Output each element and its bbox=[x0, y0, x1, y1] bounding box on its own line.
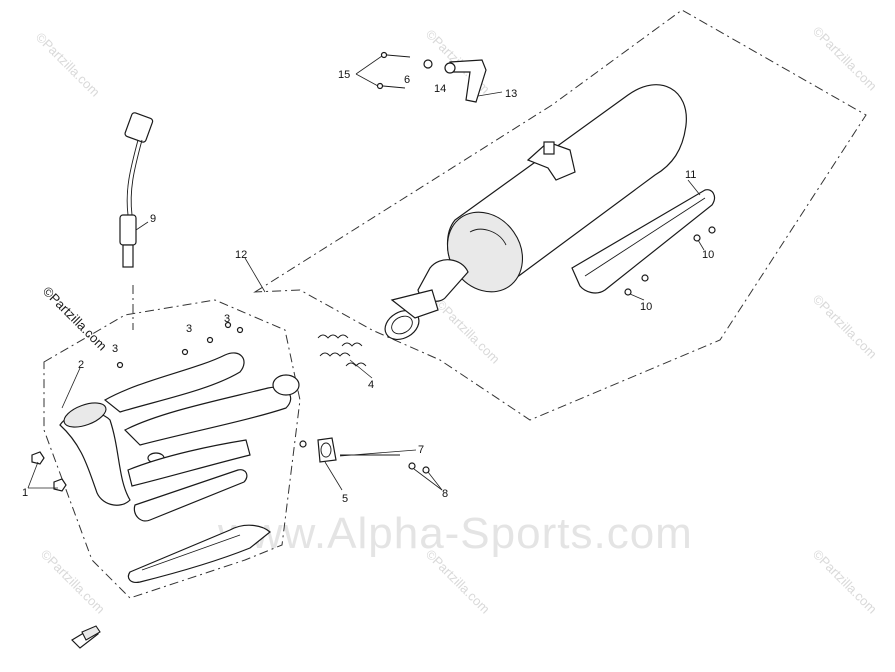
header-screws bbox=[116, 321, 244, 369]
watermark-layer: ©Partzilla.com ©Partzilla.com ©Partzilla… bbox=[33, 24, 880, 617]
hanger-hardware bbox=[299, 437, 430, 474]
spring bbox=[319, 352, 351, 357]
shield-screw bbox=[624, 288, 632, 296]
header-pipe-upper bbox=[103, 352, 245, 413]
washer bbox=[299, 440, 307, 448]
callout-12: 12 bbox=[235, 249, 247, 261]
callout-3: 3 bbox=[112, 343, 118, 355]
callout-labels: 1 2 3 3 3 4 5 6 7 8 9 10 10 11 12 13 14 … bbox=[22, 69, 714, 505]
header-collector bbox=[127, 439, 251, 487]
nut bbox=[31, 451, 45, 465]
callout-6: 6 bbox=[404, 74, 410, 86]
partzilla-watermark: ©Partzilla.com bbox=[810, 292, 880, 362]
header-nuts bbox=[31, 451, 67, 492]
callout-3: 3 bbox=[224, 313, 230, 325]
shield-screw bbox=[708, 226, 716, 234]
callout-2: 2 bbox=[78, 359, 84, 371]
muffler-group-boundary bbox=[253, 9, 867, 421]
nut bbox=[53, 478, 67, 492]
bolt bbox=[408, 462, 416, 470]
callout-10: 10 bbox=[640, 301, 652, 313]
springs bbox=[317, 334, 367, 367]
inlet-clamp bbox=[390, 289, 439, 319]
header-flange bbox=[63, 402, 107, 428]
washer bbox=[423, 59, 433, 69]
callout-8: 8 bbox=[442, 488, 448, 500]
bolt-head bbox=[380, 51, 388, 59]
callout-15: 15 bbox=[338, 69, 350, 81]
header-shield-upper bbox=[133, 469, 248, 522]
sensor-wire bbox=[126, 139, 139, 216]
bracket-tab bbox=[543, 141, 555, 155]
callout-11: 11 bbox=[685, 169, 696, 181]
callout-5: 5 bbox=[342, 493, 348, 505]
bushing bbox=[444, 62, 456, 74]
partzilla-watermark: ©Partzilla.com bbox=[810, 24, 880, 94]
orientation-arrow-icon bbox=[71, 625, 101, 649]
spring bbox=[345, 362, 367, 367]
inlet-gasket-clamp bbox=[384, 289, 439, 341]
header-shield-lower bbox=[127, 524, 271, 583]
leader-lines bbox=[27, 55, 705, 491]
bolt-head bbox=[376, 82, 384, 90]
header-shields bbox=[127, 469, 271, 583]
callout-9: 9 bbox=[150, 213, 156, 225]
rubber-mount bbox=[317, 437, 337, 463]
partzilla-watermark: ©Partzilla.com bbox=[38, 547, 108, 617]
heat-shield bbox=[571, 189, 716, 296]
bolt bbox=[422, 466, 430, 474]
spring bbox=[317, 334, 349, 339]
partzilla-watermark: ©Partzilla.com bbox=[33, 30, 103, 100]
partzilla-watermark: ©Partzilla.com bbox=[433, 297, 503, 367]
sensor-connector bbox=[124, 112, 154, 143]
partzilla-watermark: ©Partzilla.com bbox=[810, 547, 880, 617]
header-group-boundary bbox=[43, 299, 301, 599]
callout-7: 7 bbox=[418, 444, 424, 456]
top-hardware bbox=[376, 51, 487, 103]
header-outlet bbox=[272, 374, 300, 396]
alpha-sports-watermark: www.Alpha-Sports.com bbox=[217, 509, 693, 558]
muffler-assembly bbox=[417, 84, 687, 302]
shield-screw bbox=[693, 234, 701, 242]
oxygen-sensor bbox=[119, 112, 154, 268]
callout-10: 10 bbox=[702, 249, 714, 261]
sensor-body bbox=[119, 214, 137, 246]
spring bbox=[341, 342, 363, 347]
callout-14: 14 bbox=[434, 83, 446, 95]
shield-screw bbox=[641, 274, 649, 282]
partzilla-watermark-dark: ©Partzilla.com bbox=[40, 284, 110, 354]
callout-1: 1 bbox=[22, 487, 28, 499]
group-boundaries bbox=[43, 9, 867, 599]
exhaust-header bbox=[59, 352, 300, 506]
callout-4: 4 bbox=[368, 379, 374, 391]
callout-3: 3 bbox=[186, 323, 192, 335]
sensor-tip bbox=[122, 244, 134, 268]
hanger-link bbox=[449, 59, 487, 103]
callout-13: 13 bbox=[505, 88, 517, 100]
